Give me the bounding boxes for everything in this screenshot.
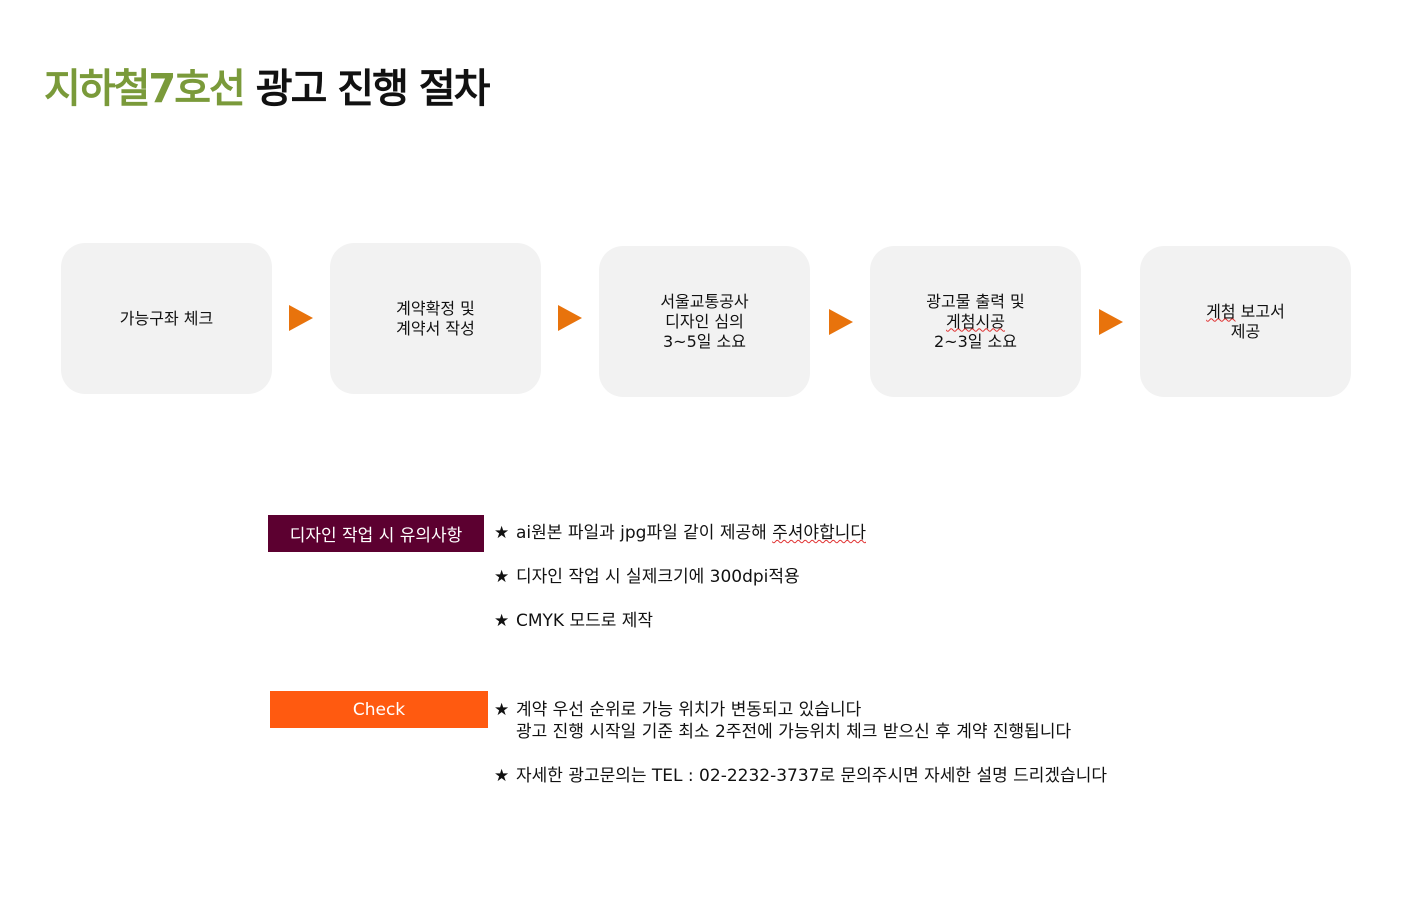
- arrow-right-icon: [289, 305, 313, 331]
- title-rest: 광고 진행 절차: [255, 66, 491, 112]
- star-icon: ★: [494, 611, 510, 631]
- step-contract: 계약확정 및 계약서 작성: [330, 243, 541, 394]
- step-design-review: 서울교통공사 디자인 심의 3~5일 소요: [599, 246, 810, 397]
- star-icon: ★: [494, 766, 510, 786]
- arrow-right-icon: [829, 309, 853, 335]
- check-note-2: ★ 자세한 광고문의는 TEL : 02-2232-3737로 문의주시면 자세한…: [494, 765, 1107, 787]
- note-text: ai원본 파일과 jpg파일 같이 제공해: [516, 523, 773, 543]
- note-text: 자세한 광고문의는 TEL : 02-2232-3737로 문의주시면 자세한 …: [516, 766, 1107, 786]
- step-label: 가능구좌 체크: [119, 308, 214, 328]
- step-line: 제공: [1230, 321, 1261, 341]
- step-label: 서울교통공사 디자인 심의 3~5일 소요: [660, 291, 749, 351]
- note-text: 주셔야합니다: [772, 523, 866, 543]
- step-print-install: 광고물 출력 및 게첨시공 2~3일 소요: [870, 246, 1081, 397]
- step-report: 게첨 보고서 제공: [1140, 246, 1351, 397]
- note-continuation: 광고 진행 시작일 기준 최소 2주전에 가능위치 체크 받으신 후 계약 진행…: [516, 722, 1072, 742]
- star-icon: ★: [494, 567, 510, 587]
- title-accent: 지하철7호선: [44, 66, 246, 112]
- step-line: 보고서: [1235, 301, 1285, 321]
- design-note-1: ★ ai원본 파일과 jpg파일 같이 제공해 주셔야합니다: [494, 522, 866, 544]
- check-tag: Check: [270, 691, 488, 728]
- step-availability-check: 가능구좌 체크: [61, 243, 272, 394]
- step-line: 게첨시공: [946, 311, 1005, 331]
- note-text: 디자인 작업 시 실제크기에 300dpi적용: [516, 567, 800, 587]
- arrow-right-icon: [1099, 309, 1123, 335]
- page-title: 지하철7호선 광고 진행 절차: [44, 56, 491, 114]
- star-icon: ★: [494, 523, 510, 543]
- step-label: 게첨 보고서 제공: [1206, 302, 1285, 342]
- step-line: 광고물 출력 및: [926, 291, 1025, 311]
- step-line: 2~3일 소요: [933, 331, 1017, 351]
- step-label: 광고물 출력 및 게첨시공 2~3일 소요: [926, 292, 1025, 352]
- note-text: CMYK 모드로 제작: [516, 611, 654, 631]
- step-label: 계약확정 및 계약서 작성: [396, 298, 475, 338]
- design-notice-tag: 디자인 작업 시 유의사항: [268, 515, 484, 552]
- design-note-3: ★ CMYK 모드로 제작: [494, 610, 653, 632]
- check-note-1: ★ 계약 우선 순위로 가능 위치가 변동되고 있습니다 광고 진행 시작일 기준…: [494, 699, 1071, 743]
- star-icon: ★: [494, 700, 510, 720]
- design-note-2: ★ 디자인 작업 시 실제크기에 300dpi적용: [494, 566, 800, 588]
- arrow-right-icon: [558, 305, 582, 331]
- note-text: 계약 우선 순위로 가능 위치가 변동되고 있습니다: [516, 700, 862, 720]
- step-line: 게첨: [1206, 301, 1236, 321]
